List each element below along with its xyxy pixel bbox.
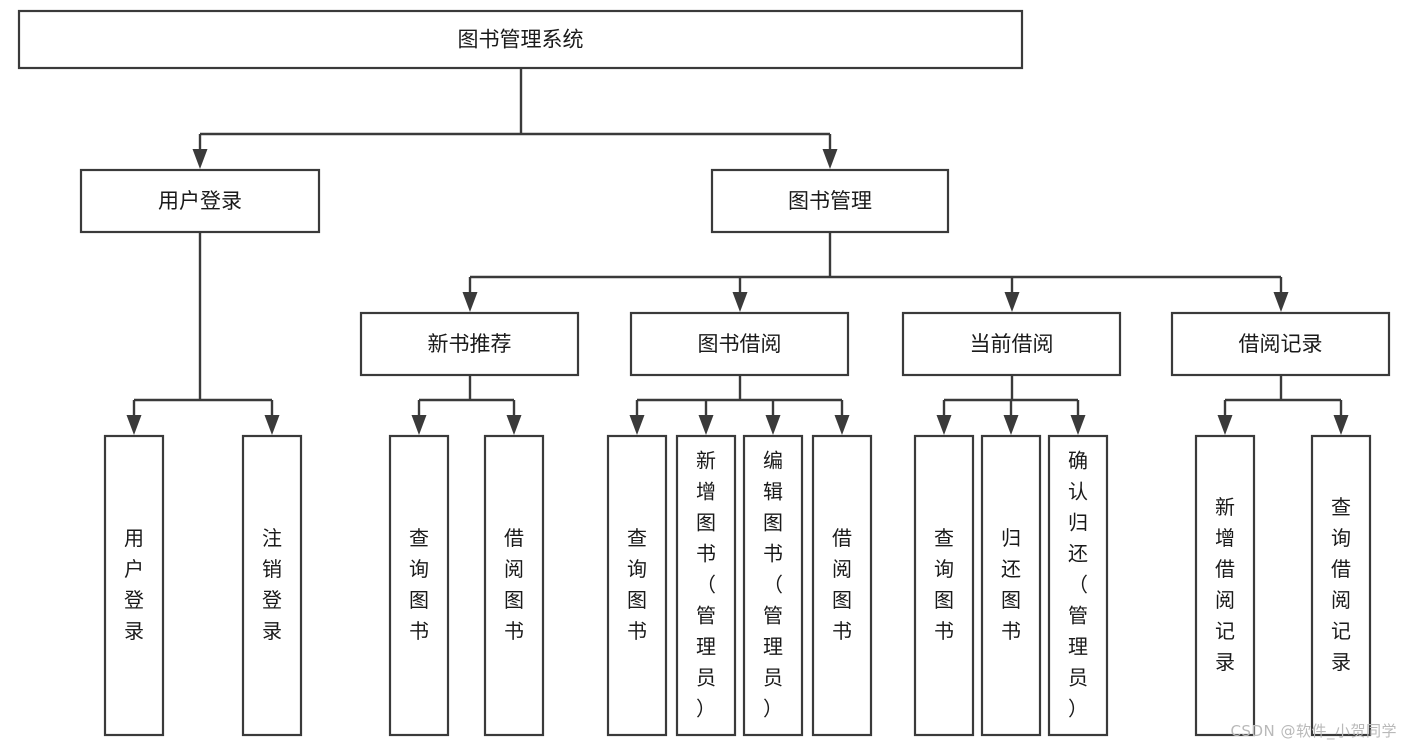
node-label-borrow-record: 借阅记录 bbox=[1239, 332, 1323, 356]
connector-group-borrow-record bbox=[1217, 375, 1349, 435]
node-cur-query-book[interactable]: 查询图书 bbox=[913, 434, 975, 737]
node-label-current-borrow: 当前借阅 bbox=[970, 332, 1054, 356]
node-label-user-login-do: 用户登录 bbox=[124, 526, 144, 643]
node-user-login[interactable]: 用户登录 bbox=[79, 168, 321, 234]
node-rec-query-book[interactable]: 查询图书 bbox=[388, 434, 450, 737]
node-label-rec-borrow-book: 借阅图书 bbox=[504, 526, 524, 643]
node-box-borrow-edit-book bbox=[742, 434, 804, 737]
connector-group-book-manage bbox=[462, 232, 1289, 312]
node-label-borrow-edit-book: 编辑图书（管理员） bbox=[763, 448, 783, 720]
node-user-login-do[interactable]: 用户登录 bbox=[103, 434, 165, 737]
node-box-user-login-do bbox=[103, 434, 165, 737]
node-label-cur-return-book: 归还图书 bbox=[1001, 526, 1021, 643]
node-box-book-manage bbox=[710, 168, 950, 234]
node-borrow-add-book[interactable]: 新增图书（管理员） bbox=[675, 434, 737, 737]
node-label-user-login: 用户登录 bbox=[158, 189, 242, 213]
node-borrow-query-book[interactable]: 查询图书 bbox=[606, 434, 668, 737]
node-box-rec-add-record bbox=[1194, 434, 1256, 737]
node-rec-borrow-book[interactable]: 借阅图书 bbox=[483, 434, 545, 737]
connector-group-user-login bbox=[126, 232, 280, 435]
node-new-book-rec[interactable]: 新书推荐 bbox=[359, 311, 580, 377]
node-box-borrow-add-book bbox=[675, 434, 737, 737]
node-rec-add-record[interactable]: 新增借阅记录 bbox=[1194, 434, 1256, 737]
node-box-cur-confirm-return bbox=[1047, 434, 1109, 737]
node-box-borrow-record bbox=[1170, 311, 1391, 377]
node-box-rec-borrow-book bbox=[483, 434, 545, 737]
node-book-borrow[interactable]: 图书借阅 bbox=[629, 311, 850, 377]
node-box-rec-query-book bbox=[388, 434, 450, 737]
connector-group-book-borrow bbox=[629, 375, 850, 435]
node-label-rec-add-record: 新增借阅记录 bbox=[1215, 495, 1235, 674]
connector-group-current-borrow bbox=[936, 375, 1086, 435]
node-label-borrow-query-book: 查询图书 bbox=[627, 526, 647, 643]
node-box-cur-return-book bbox=[980, 434, 1042, 737]
node-borrow-edit-book[interactable]: 编辑图书（管理员） bbox=[742, 434, 804, 737]
node-box-book-borrow bbox=[629, 311, 850, 377]
node-root[interactable]: 图书管理系统 bbox=[17, 9, 1024, 70]
node-label-user-logout: 注销登录 bbox=[262, 526, 282, 643]
node-label-root: 图书管理系统 bbox=[458, 28, 584, 52]
node-rec-query-record[interactable]: 查询借阅记录 bbox=[1310, 434, 1372, 737]
node-label-cur-confirm-return: 确认归还（管理员） bbox=[1068, 448, 1088, 720]
node-current-borrow[interactable]: 当前借阅 bbox=[901, 311, 1122, 377]
node-borrow-do-book[interactable]: 借阅图书 bbox=[811, 434, 873, 737]
node-box-rec-query-record bbox=[1310, 434, 1372, 737]
watermark-text: CSDN @软件_小贺同学 bbox=[1230, 722, 1397, 740]
node-label-cur-query-book: 查询图书 bbox=[934, 526, 954, 643]
node-label-borrow-do-book: 借阅图书 bbox=[832, 526, 852, 643]
node-label-book-borrow: 图书借阅 bbox=[698, 332, 782, 356]
node-box-user-logout bbox=[241, 434, 303, 737]
node-label-rec-query-record: 查询借阅记录 bbox=[1331, 495, 1351, 674]
connector-group-root bbox=[192, 68, 838, 169]
node-box-new-book-rec bbox=[359, 311, 580, 377]
node-box-root bbox=[17, 9, 1024, 70]
node-label-book-manage: 图书管理 bbox=[788, 189, 872, 213]
node-cur-return-book[interactable]: 归还图书 bbox=[980, 434, 1042, 737]
node-layer: 图书管理系统用户登录图书管理新书推荐图书借阅当前借阅借阅记录用户登录注销登录查询… bbox=[17, 9, 1391, 737]
node-borrow-record[interactable]: 借阅记录 bbox=[1170, 311, 1391, 377]
node-label-borrow-add-book: 新增图书（管理员） bbox=[696, 448, 716, 720]
node-box-current-borrow bbox=[901, 311, 1122, 377]
connector-group-new-book-rec bbox=[411, 375, 522, 435]
node-box-cur-query-book bbox=[913, 434, 975, 737]
node-box-user-login bbox=[79, 168, 321, 234]
node-box-borrow-query-book bbox=[606, 434, 668, 737]
node-user-logout[interactable]: 注销登录 bbox=[241, 434, 303, 737]
node-label-new-book-rec: 新书推荐 bbox=[428, 332, 512, 356]
node-cur-confirm-return[interactable]: 确认归还（管理员） bbox=[1047, 434, 1109, 737]
node-book-manage[interactable]: 图书管理 bbox=[710, 168, 950, 234]
node-label-rec-query-book: 查询图书 bbox=[409, 526, 429, 643]
node-box-borrow-do-book bbox=[811, 434, 873, 737]
connector-layer bbox=[126, 68, 1349, 435]
